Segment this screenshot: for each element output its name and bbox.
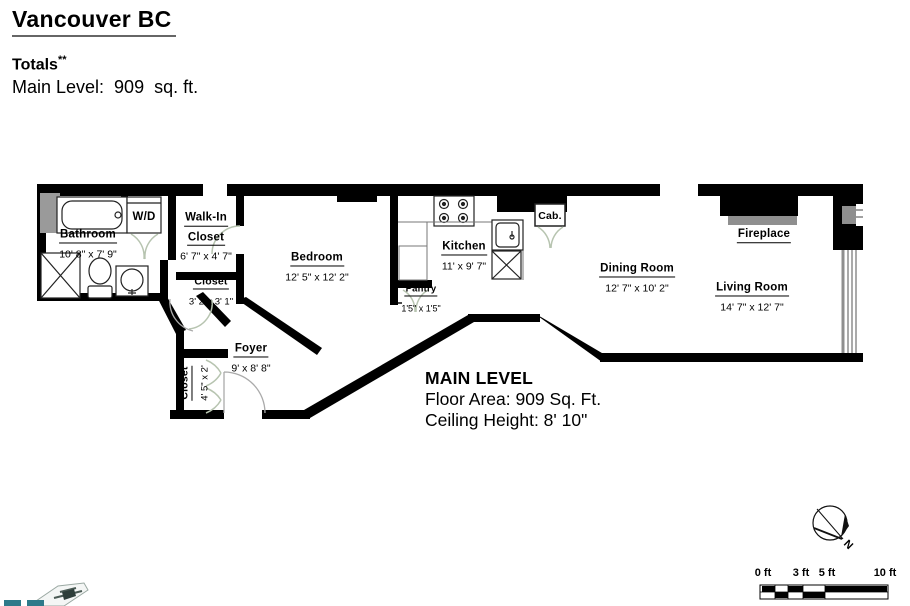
walkin-door (211, 225, 241, 255)
corner-window (842, 204, 863, 226)
walls (37, 184, 863, 419)
kitchen-dims: 11' x 9' 7" (441, 260, 487, 272)
dining-name: Dining Room (599, 261, 675, 277)
label-wd: W/D (133, 206, 156, 226)
scale-label-5ft: 5 ft (818, 567, 836, 579)
scale-label-0ft: 0 ft (754, 567, 772, 579)
cab-door-right (550, 226, 564, 249)
foyer-dims: 9' x 8' 8" (231, 362, 271, 374)
foyer-closet-name: Closet (178, 365, 193, 401)
label-dining-room: Dining Room 12' 7" x 10' 2" (599, 257, 675, 296)
kitchen-name: Kitchen (441, 239, 487, 255)
label-foyer: Foyer 9' x 8' 8" (231, 337, 270, 376)
shower-icon (40, 252, 81, 299)
bathroom-dims: 10' 8" x 7' 9" (59, 248, 117, 260)
door-swings (130, 225, 564, 414)
walkin-name-line1: Walk-In (184, 211, 228, 227)
bathroom-door (169, 298, 194, 332)
main-level-total: Main Level: 909 sq. ft. (12, 77, 199, 98)
hall-closet-door (188, 299, 213, 330)
label-living-room: Living Room 14' 7" x 12' 7" (715, 276, 789, 315)
wd-door-right (144, 233, 159, 260)
living-dims: 14' 7" x 12' 7" (720, 301, 784, 313)
living-room-window (840, 250, 863, 353)
top-wall-windows (203, 182, 698, 198)
bath-tile (40, 193, 60, 233)
wd-door-left (130, 233, 145, 260)
level-info-floor-area: Floor Area: 909 Sq. Ft. (425, 389, 602, 409)
hall-closet-name: Closet (193, 275, 229, 290)
entry-door (223, 371, 266, 414)
stove-icon (433, 195, 475, 227)
totals-asterisks: ** (57, 54, 67, 66)
bathtub-icon (56, 196, 128, 234)
dishwasher-icon (491, 250, 522, 280)
wd-name: W/D (132, 211, 156, 224)
fireplace-hearth (728, 216, 797, 225)
pantry-door-right (415, 289, 429, 313)
washer-dryer-icon (126, 196, 162, 234)
bedroom-dims: 12' 5" x 12' 2" (285, 271, 349, 283)
living-name: Living Room (715, 280, 789, 296)
bathroom-name: Bathroom (59, 227, 117, 243)
pantry-name: Pantry (404, 283, 438, 297)
label-walkin-closet: Walk-In Closet 6' 7" x 4' 7" (180, 207, 232, 266)
level-info-title: MAIN LEVEL (425, 368, 533, 388)
foyer-closet-bifold-1 (205, 359, 222, 387)
pantry-dims: 1'5" x 1'5" (401, 303, 441, 313)
scale-bar (759, 584, 889, 600)
fireplace-name: Fireplace (736, 227, 792, 243)
scale-label-3ft: 3 ft (792, 567, 810, 579)
level-info: MAIN LEVEL Floor Area: 909 Sq. Ft. Ceili… (425, 368, 601, 431)
totals-text: Totals (12, 56, 58, 74)
logo-sketch (4, 582, 89, 606)
label-bathroom: Bathroom 10' 8" x 7' 9" (59, 223, 117, 262)
pantry-door-left (402, 289, 416, 313)
level-info-ceiling-height: Ceiling Height: 8' 10" (425, 410, 588, 430)
label-pantry: Pantry 1'5" x 1'5" (401, 277, 440, 316)
page-title: Vancouver BC (12, 6, 176, 37)
foyer-closet-dims: 4' 5" x 2' (199, 365, 210, 401)
walkin-dims: 6' 7" x 4' 7" (180, 250, 232, 263)
label-cab: Cab. (538, 205, 562, 225)
fixtures (40, 193, 566, 304)
label-bedroom: Bedroom 12' 5" x 12' 2" (285, 246, 348, 285)
gray-door-swings (169, 298, 266, 414)
foyer-name: Foyer (233, 341, 269, 357)
cab-door-left (537, 226, 551, 249)
dining-dims: 12' 7" x 10' 2" (605, 282, 669, 294)
cab-name: Cab. (538, 210, 562, 223)
kitchen-counter (396, 220, 524, 304)
header: Vancouver BC Totals** Main Level: 909 sq… (12, 6, 198, 98)
foyer-closet-bifold-2 (205, 387, 222, 414)
label-hall-closet: Closet 3' 2"x 3' 1" (189, 270, 233, 309)
label-fireplace: Fireplace (736, 223, 792, 243)
cabinet-box (534, 203, 566, 227)
compass-icon (812, 505, 849, 541)
label-kitchen: Kitchen 11' x 9' 7" (441, 235, 487, 274)
bedroom-name: Bedroom (290, 250, 344, 266)
kitchen-sink-icon (491, 219, 524, 251)
walkin-name-line2: Closet (186, 230, 226, 246)
label-foyer-closet: Closet 4' 5" x 2' (173, 365, 212, 401)
hall-closet-dims: 3' 2"x 3' 1" (188, 296, 234, 307)
toilet-icon (87, 257, 113, 299)
scale-label-10ft: 10 ft (873, 567, 897, 579)
bath-sink-icon (115, 265, 149, 297)
totals-label: Totals** (12, 54, 198, 74)
